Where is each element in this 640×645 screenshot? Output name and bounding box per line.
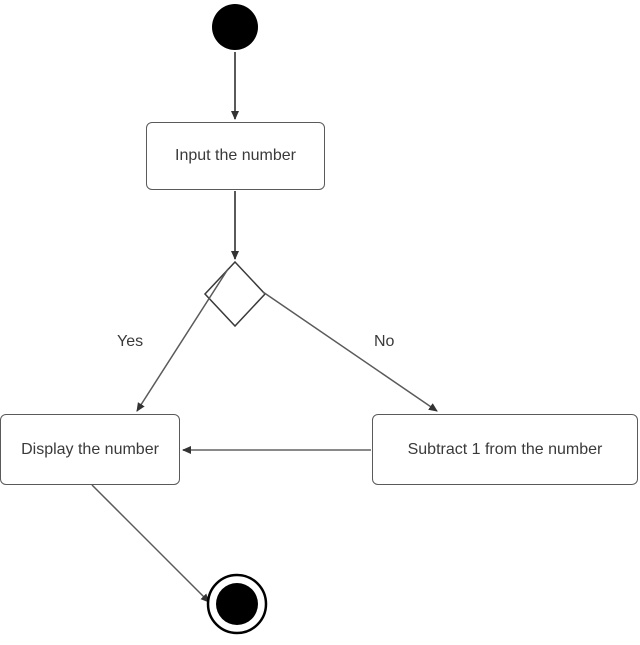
initial-node	[212, 4, 258, 50]
edge-decision-to-subtract	[262, 291, 438, 412]
edge-label-yes: Yes	[117, 333, 144, 350]
decision-node	[203, 260, 267, 328]
action-input-label: Input the number	[175, 147, 296, 164]
edge-decision-to-display	[136, 268, 229, 412]
action-display-label: Display the number	[21, 440, 159, 458]
action-input-the-number: Input the number	[146, 122, 325, 190]
action-display-the-number: Display the number	[0, 414, 180, 485]
action-subtract-one: Subtract 1 from the number	[372, 414, 638, 485]
action-subtract-label: Subtract 1 from the number	[407, 440, 603, 458]
edge-display-to-end	[91, 484, 210, 603]
final-node-core	[216, 583, 258, 625]
edge-label-no: No	[374, 333, 395, 350]
